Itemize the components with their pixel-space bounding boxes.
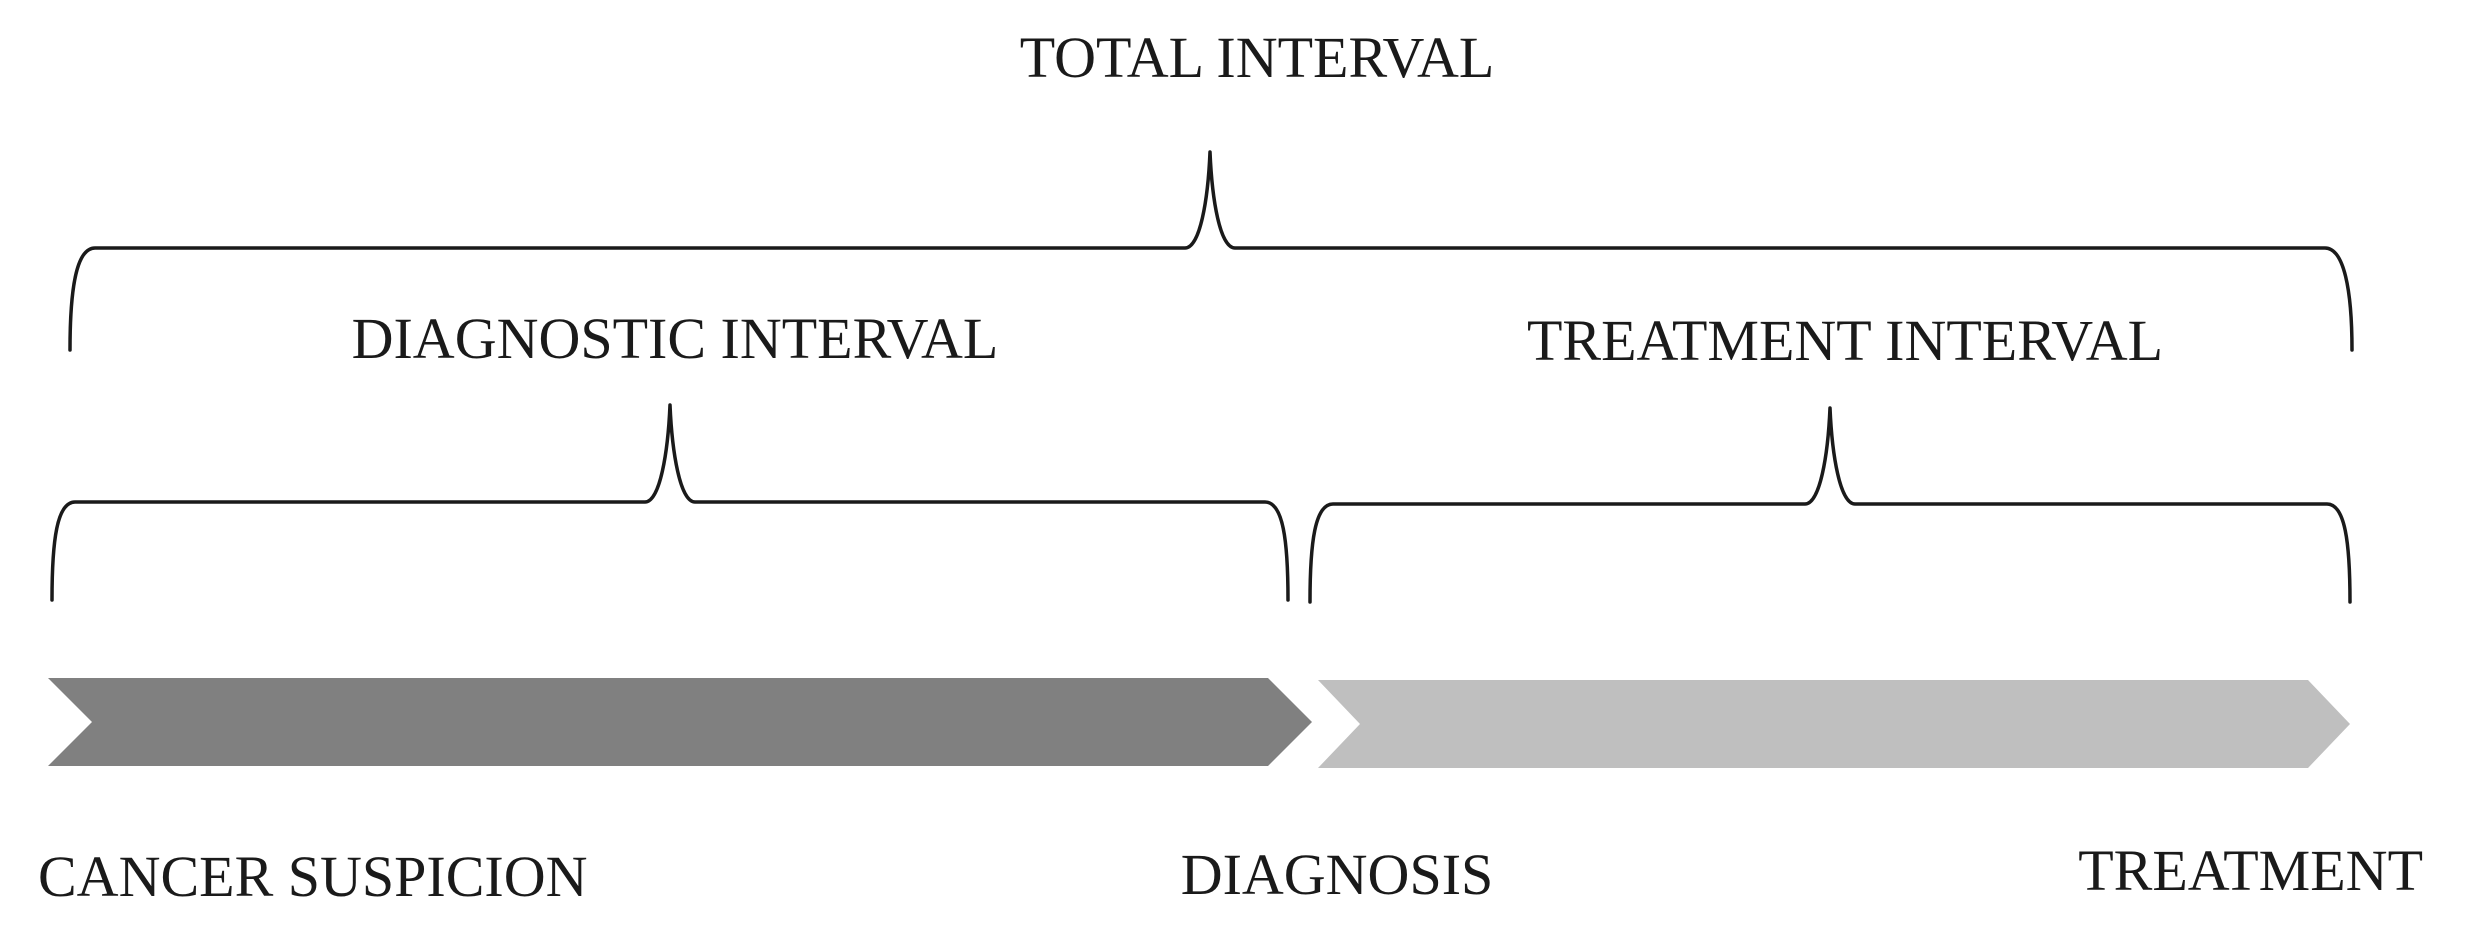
total-interval-brace: [68, 150, 2354, 352]
treatment-interval-brace: [1308, 406, 2352, 604]
diagnosis-label: DIAGNOSIS: [1181, 842, 1494, 907]
treatment-interval-label: TREATMENT INTERVAL: [1527, 308, 2163, 373]
treatment-milestone-label: TREATMENT: [2078, 838, 2423, 903]
diagnostic-interval-brace: [50, 403, 1290, 602]
diagnostic-interval-label: DIAGNOSTIC INTERVAL: [352, 306, 999, 371]
cancer-suspicion-label: CANCER SUSPICION: [38, 844, 588, 909]
diagnostic-phase-arrow: [48, 678, 1312, 766]
total-interval-label: TOTAL INTERVAL: [1020, 25, 1495, 90]
treatment-phase-arrow: [1318, 680, 2350, 768]
